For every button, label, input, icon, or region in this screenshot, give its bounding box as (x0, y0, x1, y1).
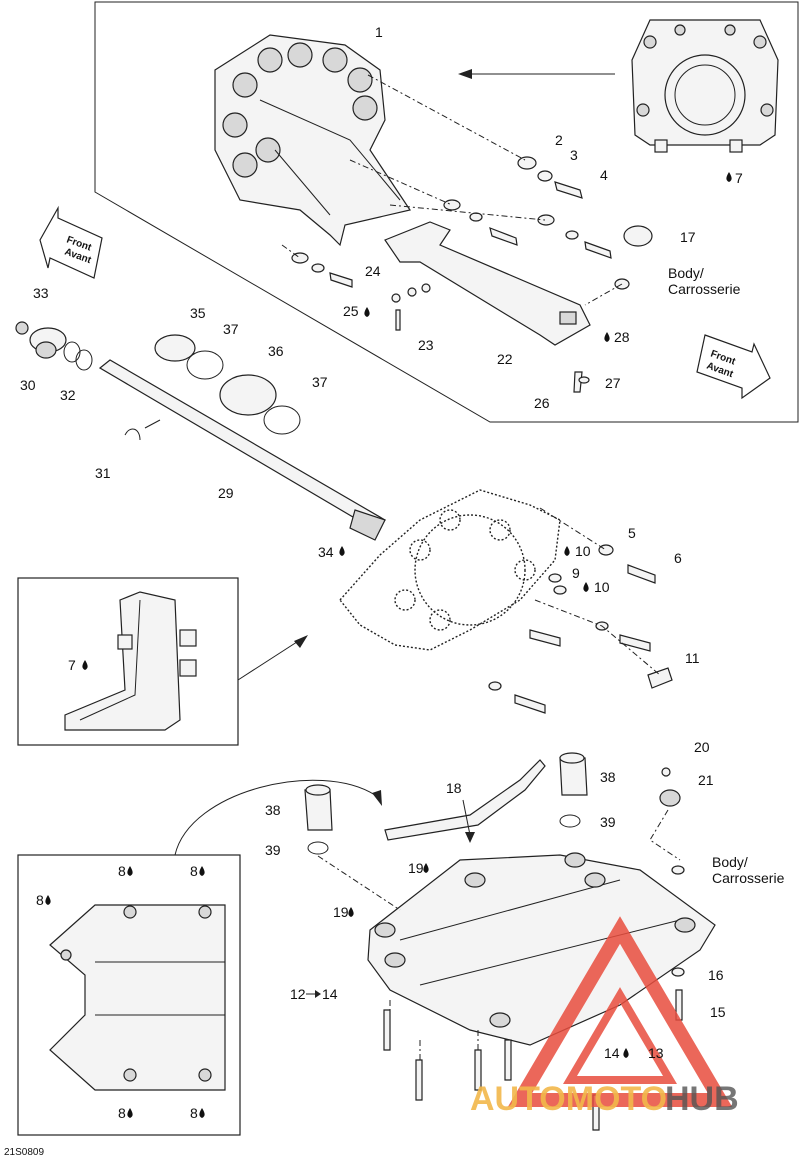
callout-36: 36 (268, 343, 284, 359)
callout-27: 27 (605, 375, 621, 391)
callout-15: 15 (710, 1004, 726, 1020)
body-label-bottom-line1: Body/ (712, 854, 748, 870)
callout-38-right: 38 (600, 769, 616, 785)
callout-37-bottom: 37 (312, 374, 328, 390)
bottom-bolts (383, 967, 685, 1131)
callout-23: 23 (418, 337, 434, 353)
bracket-part-22 (384, 221, 591, 346)
callout-39-left: 39 (265, 842, 281, 858)
oil-drop-icons (45, 172, 732, 1118)
callout-21: 21 (698, 772, 714, 788)
callout-3: 3 (570, 147, 578, 163)
callout-9: 9 (572, 565, 580, 581)
watermark-part1: AUTOMOTO (470, 1080, 667, 1118)
callout-22: 22 (497, 351, 513, 367)
callout-30: 30 (20, 377, 36, 393)
callout-18: 18 (446, 780, 462, 796)
callout-8-inset-top-right: 8 (190, 863, 198, 879)
callout-11: 11 (685, 650, 700, 666)
callout-14-range: 14 (322, 986, 338, 1002)
automotohub-watermark (507, 916, 733, 1107)
callout-31: 31 (95, 465, 111, 481)
callout-32: 32 (60, 387, 76, 403)
hardware-middle (488, 507, 673, 714)
engine-support-housing (214, 34, 411, 247)
callout-33: 33 (33, 285, 49, 301)
strip-part-18 (384, 759, 546, 841)
callout-8-inset-bottom-right: 8 (190, 1105, 198, 1121)
inset-mid-drawing (64, 591, 197, 731)
callout-20: 20 (694, 739, 710, 755)
callout-12: 12 (290, 986, 306, 1002)
callout-25: 25 (343, 303, 359, 319)
callout-39-right: 39 (600, 814, 616, 830)
ride-plate (367, 852, 716, 1046)
rear-view-thumbnail (631, 19, 779, 153)
callout-6: 6 (674, 550, 682, 566)
callout-4: 4 (600, 167, 608, 183)
watermark-part2: HUB (665, 1080, 739, 1118)
callout-19-left: 19 (333, 904, 349, 920)
callout-29: 29 (218, 485, 234, 501)
front-arrow-left-shape (39, 205, 103, 279)
callout-2: 2 (555, 132, 563, 148)
callout-35: 35 (190, 305, 206, 321)
callout-13: 13 (648, 1045, 664, 1061)
view-arrow-head (458, 69, 472, 79)
diagram-code: 21S0809 (4, 1147, 44, 1158)
pointer-31 (144, 419, 161, 429)
cap-part-17 (623, 225, 653, 247)
callout-10-top: 10 (575, 543, 591, 559)
callout-1: 1 (375, 24, 383, 40)
driveshaft-assembly (15, 321, 386, 541)
callout-7-top: 7 (735, 170, 743, 186)
range-arrow-head (315, 990, 321, 998)
body-label-top-line1: Body/ (668, 265, 704, 281)
fittings-38-39 (304, 752, 588, 911)
callout-38-left: 38 (265, 802, 281, 818)
callout-17: 17 (680, 229, 696, 245)
callout-8-inset-top-left: 8 (118, 863, 126, 879)
callout-7-inset: 7 (68, 657, 76, 673)
callout-34: 34 (318, 544, 334, 560)
callout-10-bottom: 10 (594, 579, 610, 595)
pump-housing (339, 489, 561, 651)
callout-14: 14 (604, 1045, 620, 1061)
callout-26: 26 (534, 395, 550, 411)
top-detail-frame (94, 1, 799, 423)
callout-5: 5 (628, 525, 636, 541)
front-arrow-right-shape (696, 334, 771, 400)
callout-8-inset-bottom-left: 8 (118, 1105, 126, 1121)
inset-bottom-drawing (49, 904, 226, 1091)
body-label-top-line2: Carrosserie (668, 281, 741, 297)
callout-28: 28 (614, 329, 630, 345)
body-label-bottom-line2: Carrosserie (712, 870, 785, 886)
callout-19-top: 19 (408, 860, 424, 876)
callout-16: 16 (708, 967, 724, 983)
callout-8-inset-left: 8 (36, 892, 44, 908)
hardware-top (281, 74, 612, 288)
callout-37-top: 37 (223, 321, 239, 337)
callout-24: 24 (365, 263, 381, 279)
